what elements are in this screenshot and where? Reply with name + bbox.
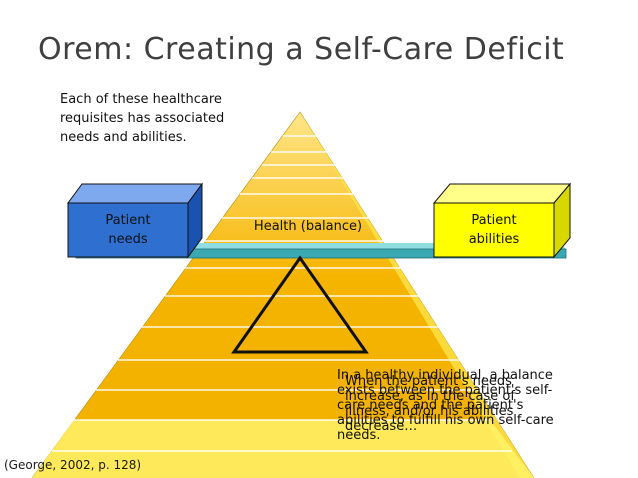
patient-abilities-label: Patient abilities bbox=[468, 213, 520, 247]
intro-text: Each of these healthcare requisites has … bbox=[60, 92, 225, 145]
pyramid-base-band bbox=[32, 420, 534, 478]
pyramid-layer-lines bbox=[52, 135, 512, 452]
page-title: Orem: Creating a Self-Care Deficit bbox=[38, 32, 565, 67]
fulcrum-triangle bbox=[231, 255, 369, 354]
patient-needs-label: Patient needs bbox=[105, 213, 151, 247]
patient-abilities-box bbox=[432, 182, 572, 259]
pyramid-side bbox=[300, 112, 534, 478]
citation: (George, 2002, p. 128) bbox=[4, 458, 142, 472]
beam-label: Health (balance) bbox=[253, 219, 363, 234]
patient-needs-box bbox=[67, 182, 203, 259]
needs-increase-text: When the patient's needs increase, as in… bbox=[345, 374, 515, 434]
healthy-balance-text: In a healthy individual, a balance exist… bbox=[337, 368, 554, 443]
